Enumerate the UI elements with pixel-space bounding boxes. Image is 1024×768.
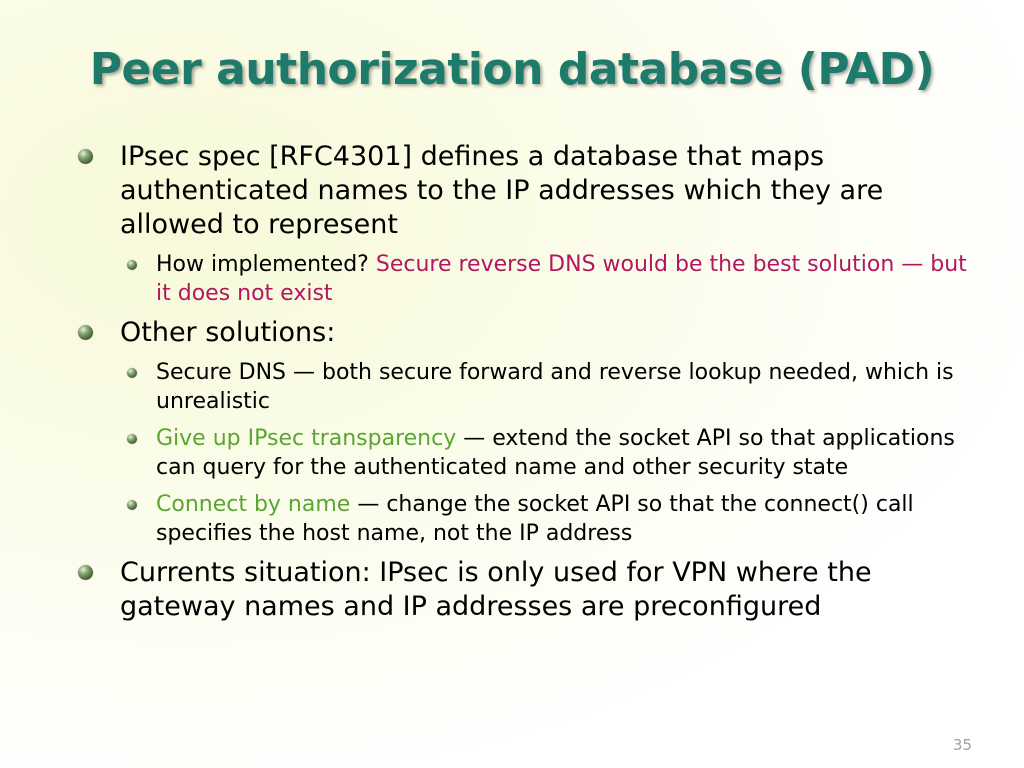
bullet-item-pad-definition: IPsec spec [RFC4301] defines a database … (70, 140, 980, 242)
bullet-item-other-solutions: Other solutions: (70, 316, 980, 350)
bullet-icon (127, 434, 137, 444)
sub-bullet-item-how-implemented: How implemented? Secure reverse DNS woul… (70, 250, 980, 308)
bullet-icon (127, 260, 137, 270)
bullet-text: Currents situation: IPsec is only used f… (120, 557, 872, 622)
sub-bullet-text: — extend the socket API so that applicat… (156, 426, 955, 480)
sub-bullet-item-secure-dns: Secure DNS — both secure forward and rev… (70, 358, 980, 416)
bullet-text: Other solutions: (120, 317, 336, 348)
bullet-text: IPsec spec [RFC4301] defines a database … (120, 141, 884, 240)
bullet-icon (78, 149, 93, 164)
bullet-item-current-situation: Currents situation: IPsec is only used f… (70, 556, 980, 624)
sub-bullet-text: How implemented? (156, 252, 369, 277)
sub-bullet-text: Secure DNS — both secure forward and rev… (156, 360, 954, 414)
sub-bullet-text: — change the socket API so that the conn… (156, 492, 914, 546)
sub-bullet-item-connect-by-name: Connect by name — change the socket API … (70, 490, 980, 548)
page-number: 35 (952, 736, 972, 754)
sub-bullet-item-give-up-transparency: Give up IPsec transparency — extend the … (70, 424, 980, 482)
slide-title: Peer authorization database (PAD) (89, 44, 935, 95)
sub-bullet-highlight-green: Give up IPsec transparency (156, 426, 457, 451)
bullet-icon (127, 368, 137, 378)
bullet-icon (78, 565, 93, 580)
slide-content: IPsec spec [RFC4301] defines a database … (70, 140, 980, 632)
sub-bullet-highlight-red: Secure reverse DNS would be the best sol… (156, 252, 967, 306)
sub-bullet-highlight-green: Connect by name (156, 492, 351, 517)
bullet-icon (127, 500, 137, 510)
bullet-icon (78, 325, 93, 340)
